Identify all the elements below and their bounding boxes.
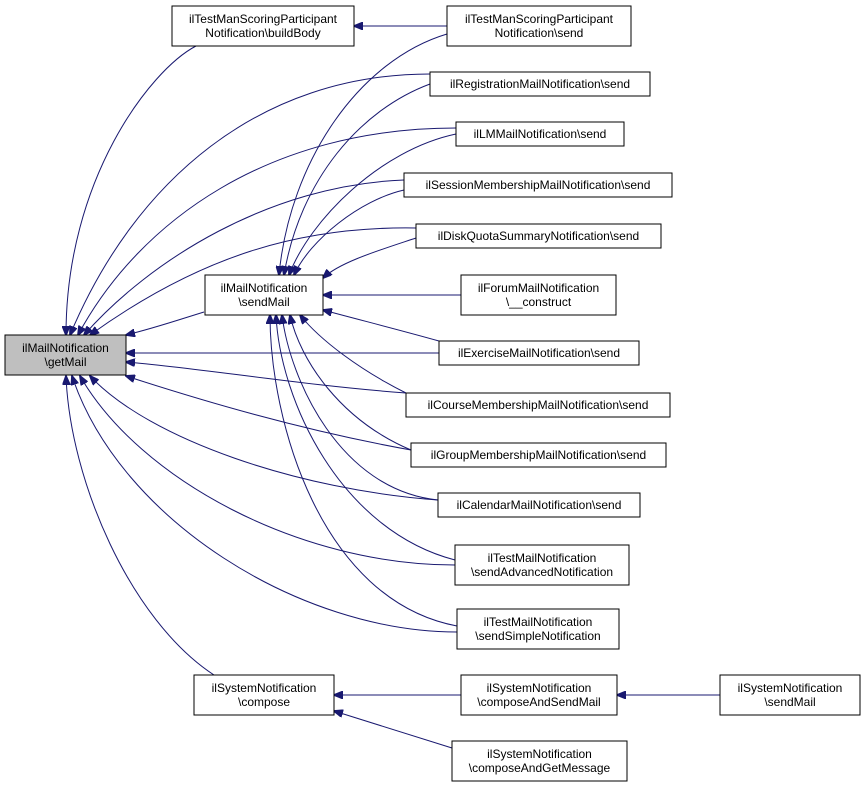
edge-testSimple-to-getMail [72,376,458,633]
node-box-sysCompose [193,674,335,716]
edge-registration-to-getMail [70,73,431,335]
edge-group-to-getMail [126,376,412,451]
edge-buildBody-to-getMail [66,45,197,335]
node-scoringSend[interactable]: ilTestManScoringParticipantNotification\… [446,5,632,47]
node-label-sysComposeAndGet-line-1: ilSystemNotification [487,747,592,761]
node-box-sysComposeAndSend [460,674,618,716]
node-label-testSimple-line-1: ilTestMailNotification [484,615,593,629]
edge-diskQuota-to-getMail [90,227,417,335]
node-label-sysComposeAndGet-line-2: \composeAndGetMessage [469,761,611,775]
node-label-group-line-1: ilGroupMembershipMailNotification\send [431,448,646,462]
node-label-scoringSend-line-2: Notification\send [495,26,584,40]
node-box-course [405,392,671,418]
node-session[interactable]: ilSessionMembershipMailNotification\send [403,172,673,198]
node-calendar[interactable]: ilCalendarMailNotification\send [437,492,641,518]
node-box-group [410,442,667,468]
node-label-sysSendMail-line-1: ilSystemNotification [738,681,843,695]
edge-testSimple-to-sendMail [270,315,458,627]
call-edges [66,26,720,749]
edge-course-to-getMail [126,362,407,394]
node-group[interactable]: ilGroupMembershipMailNotification\send [410,442,667,468]
node-label-diskQuota-line-1: ilDiskQuotaSummaryNotification\send [438,229,639,243]
edge-group-to-sendMail [290,315,412,451]
edge-lm-to-getMail [78,127,457,335]
node-label-sysComposeAndSend-line-2: \composeAndSendMail [477,695,600,709]
node-label-sendMail-line-1: ilMailNotification [221,281,308,295]
edge-calendar-to-sendMail [282,315,439,501]
node-label-buildBody-line-1: ilTestManScoringParticipant [189,12,338,26]
edge-course-to-sendMail [300,315,407,394]
edge-calendar-to-getMail [90,376,439,501]
edge-session-to-getMail [84,179,405,335]
node-label-lm-line-1: ilLMMailNotification\send [474,127,607,141]
node-box-sendMail [204,274,324,316]
node-forum[interactable]: ilForumMailNotification\__construct [460,274,617,316]
node-box-sysComposeAndGet [451,740,628,782]
edge-sysComposeAndGet-to-sysCompose [334,711,453,749]
edge-exercise-to-sendMail [323,310,440,342]
edge-session-to-sendMail [294,189,405,275]
node-box-registration [429,71,651,97]
edge-sendMail-to-getMail [126,311,205,335]
node-box-calendar [437,492,641,518]
node-box-scoringSend [446,5,632,47]
node-label-buildBody-line-2: Notification\buildBody [205,26,320,40]
call-nodes: ilMailNotification\getMaililMailNotifica… [4,5,861,782]
node-label-sysCompose-line-1: ilSystemNotification [212,681,317,695]
node-label-sysCompose-line-2: \compose [238,695,290,709]
node-box-forum [460,274,617,316]
node-exercise[interactable]: ilExerciseMailNotification\send [438,340,640,366]
node-label-getMail-line-2: \getMail [44,355,86,369]
node-testSimple[interactable]: ilTestMailNotification\sendSimpleNotific… [456,608,620,650]
node-label-getMail-line-1: ilMailNotification [22,341,109,355]
edge-registration-to-sendMail [284,83,431,275]
node-box-exercise [438,340,640,366]
edge-sysCompose-to-getMail [66,376,215,676]
node-label-session-line-1: ilSessionMembershipMailNotification\send [426,178,651,192]
node-box-buildBody [171,5,355,47]
node-box-sysSendMail [719,674,861,716]
node-label-testSimple-line-2: \sendSimpleNotification [475,629,600,643]
node-testAdvanced[interactable]: ilTestMailNotification\sendAdvancedNotif… [454,544,630,586]
node-getMail[interactable]: ilMailNotification\getMail [4,334,127,376]
node-buildBody[interactable]: ilTestManScoringParticipantNotification\… [171,5,355,47]
edge-testAdvanced-to-getMail [80,376,456,566]
node-label-sendMail-line-2: \sendMail [238,295,289,309]
node-lm[interactable]: ilLMMailNotification\send [455,121,625,147]
node-label-forum-line-1: ilForumMailNotification [478,281,599,295]
node-label-sysComposeAndSend-line-1: ilSystemNotification [487,681,592,695]
node-diskQuota[interactable]: ilDiskQuotaSummaryNotification\send [415,223,662,249]
node-label-testAdvanced-line-1: ilTestMailNotification [488,551,597,565]
edge-diskQuota-to-sendMail [323,237,417,278]
node-label-course-line-1: ilCourseMembershipMailNotification\send [428,398,649,412]
node-sendMail[interactable]: ilMailNotification\sendMail [204,274,324,316]
node-box-getMail [4,334,127,376]
node-box-testAdvanced [454,544,630,586]
node-label-registration-line-1: ilRegistrationMailNotification\send [450,77,630,91]
edge-scoringSend-to-sendMail [279,33,448,275]
node-box-lm [455,121,625,147]
node-sysCompose[interactable]: ilSystemNotification\compose [193,674,335,716]
node-label-forum-line-2: \__construct [506,295,572,309]
edge-testAdvanced-to-sendMail [276,315,456,561]
node-course[interactable]: ilCourseMembershipMailNotification\send [405,392,671,418]
node-sysComposeAndSend[interactable]: ilSystemNotification\composeAndSendMail [460,674,618,716]
node-label-testAdvanced-line-2: \sendAdvancedNotification [471,565,613,579]
node-sysComposeAndGet[interactable]: ilSystemNotification\composeAndGetMessag… [451,740,628,782]
node-label-scoringSend-line-1: ilTestManScoringParticipant [465,12,614,26]
node-label-sysSendMail-line-2: \sendMail [764,695,815,709]
node-label-calendar-line-1: ilCalendarMailNotification\send [457,498,622,512]
node-box-diskQuota [415,223,662,249]
node-registration[interactable]: ilRegistrationMailNotification\send [429,71,651,97]
node-box-testSimple [456,608,620,650]
node-box-session [403,172,673,198]
edge-lm-to-sendMail [289,133,457,275]
node-sysSendMail[interactable]: ilSystemNotification\sendMail [719,674,861,716]
node-label-exercise-line-1: ilExerciseMailNotification\send [458,346,620,360]
